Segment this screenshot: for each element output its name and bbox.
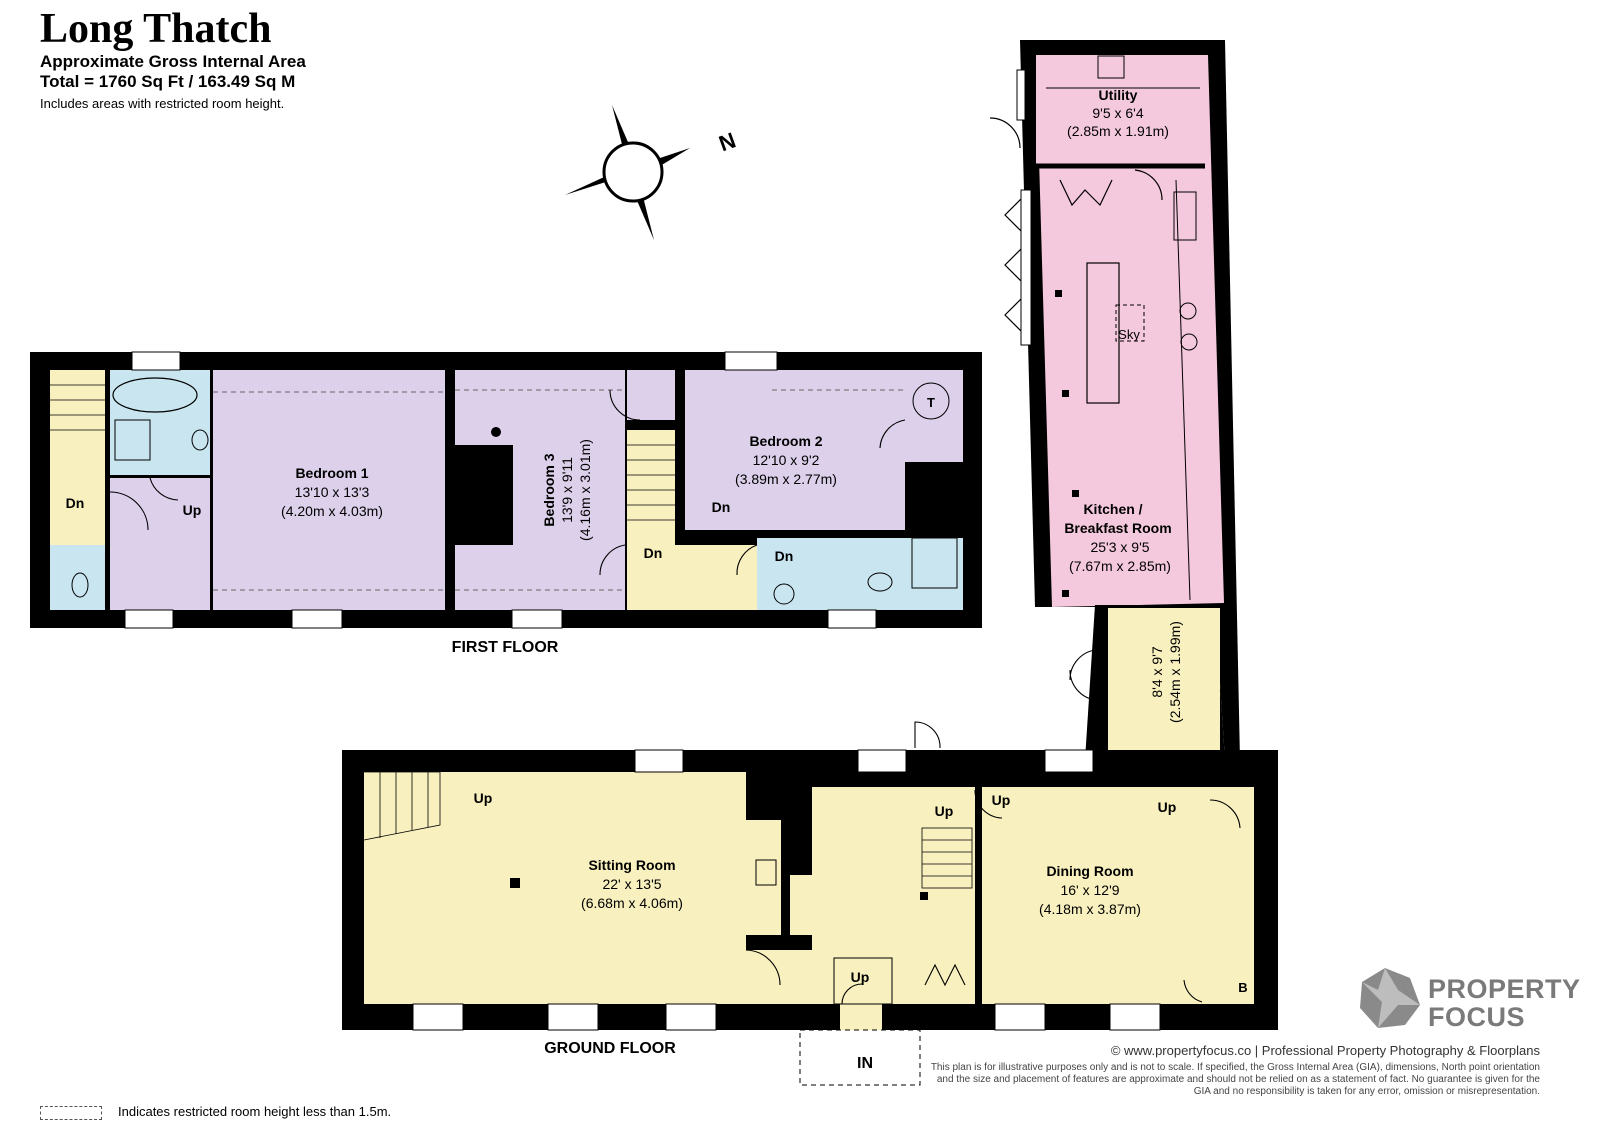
dining-room-metric: (4.18m x 3.87m) bbox=[1039, 901, 1141, 917]
utility-floor bbox=[1036, 55, 1208, 165]
entrance-hall-floor bbox=[812, 787, 975, 1004]
stairs-up-label-5: Up bbox=[1158, 799, 1177, 815]
stairs-dn-label-3: Dn bbox=[712, 499, 731, 515]
sitting-room-metric: (6.68m x 4.06m) bbox=[581, 895, 683, 911]
shower-tray bbox=[114, 419, 151, 461]
legend-text: Indicates restricted room height less th… bbox=[118, 1104, 392, 1119]
skylight bbox=[1115, 304, 1145, 342]
sitting-room-imperial: 22' x 13'5 bbox=[602, 876, 661, 892]
kitchen-name-line1: Kitchen / bbox=[1083, 501, 1142, 517]
bedroom1-imperial: 13'10 x 13'3 bbox=[295, 484, 370, 500]
kitchen-wing: Sky Utility 9'5 x 6'4 (2.85m x 1.91m) Ki… bbox=[989, 40, 1240, 760]
bedroom1-floor bbox=[213, 370, 445, 610]
area-note: Includes areas with restricted room heig… bbox=[40, 96, 285, 111]
stairs-dn-label-1: Dn bbox=[66, 495, 85, 511]
entrance-label: IN bbox=[857, 1055, 873, 1072]
stairs-up-label-4: Up bbox=[992, 792, 1011, 808]
first-floor: T Bedroom 1 13'10 x 13'3 (4.20m x 4.03m)… bbox=[30, 351, 982, 656]
ground-floor: 8'4 x 9'7 (2.54m x 1.99m) B bbox=[342, 605, 1278, 1086]
stairs-up-label-1: Up bbox=[183, 502, 202, 518]
area-subtitle: Approximate Gross Internal Area bbox=[40, 52, 306, 71]
dining-room-imperial: 16' x 12'9 bbox=[1060, 882, 1119, 898]
credit-line: © www.propertyfocus.co | Professional Pr… bbox=[1110, 1043, 1540, 1058]
bedroom3-metric: (4.16m x 3.01m) bbox=[577, 439, 593, 541]
legend: Indicates restricted room height less th… bbox=[40, 1104, 391, 1120]
stairs-up-label-6: Up bbox=[851, 969, 870, 985]
bedroom1-metric: (4.20m x 4.03m) bbox=[281, 503, 383, 519]
utility-imperial: 9'5 x 6'4 bbox=[1092, 105, 1143, 121]
stairs-up-label-3: Up bbox=[935, 803, 954, 819]
stairs-dn-label-4: Dn bbox=[775, 548, 794, 564]
compass: N bbox=[565, 105, 739, 240]
bedroom2-imperial: 12'10 x 9'2 bbox=[753, 452, 820, 468]
bedroom2-metric: (3.89m x 2.77m) bbox=[735, 471, 837, 487]
brand-line1: PROPERTY bbox=[1428, 974, 1581, 1004]
kitchen-metric: (7.67m x 2.85m) bbox=[1069, 558, 1171, 574]
porch-outline bbox=[799, 1029, 921, 1086]
bedroom2-name: Bedroom 2 bbox=[749, 433, 822, 449]
rear-hall-imperial: 8'4 x 9'7 bbox=[1149, 646, 1165, 697]
sitting-room-name: Sitting Room bbox=[588, 857, 675, 873]
sitting-room-floor bbox=[364, 772, 746, 1004]
legend-dashed-swatch bbox=[40, 1105, 102, 1120]
brand-logo-icon bbox=[1360, 968, 1420, 1028]
rear-hall-metric: (2.54m x 1.99m) bbox=[1167, 621, 1183, 723]
stairs-up-label-2: Up bbox=[474, 790, 493, 806]
bath-tub bbox=[112, 377, 198, 413]
boiler-label: B bbox=[1238, 980, 1247, 995]
kitchen-name-line2: Breakfast Room bbox=[1064, 520, 1171, 536]
first-floor-label: FIRST FLOOR bbox=[452, 639, 559, 656]
skylight-label: Sky bbox=[1118, 327, 1140, 342]
ground-floor-label: GROUND FLOOR bbox=[544, 1040, 676, 1057]
property-title: Long Thatch bbox=[40, 6, 272, 52]
disclaimer: This plan is for illustrative purposes o… bbox=[930, 1062, 1540, 1097]
compass-north-label: N bbox=[716, 127, 739, 156]
bedroom1-name: Bedroom 1 bbox=[295, 465, 368, 481]
utility-name: Utility bbox=[1099, 87, 1138, 103]
dining-room-floor bbox=[982, 787, 1202, 1004]
total-area: Total = 1760 Sq Ft / 163.49 Sq M bbox=[40, 72, 296, 91]
tank-label: T bbox=[927, 395, 935, 410]
dining-room-name: Dining Room bbox=[1046, 863, 1133, 879]
utility-metric: (2.85m x 1.91m) bbox=[1067, 123, 1169, 139]
compass-ring bbox=[602, 141, 664, 203]
rear-hall-floor bbox=[1108, 608, 1220, 755]
bedroom3-imperial: 13'9 x 9'11 bbox=[559, 457, 575, 523]
kitchen-imperial: 25'3 x 9'5 bbox=[1090, 539, 1149, 555]
kitchen-island bbox=[1086, 262, 1120, 404]
stairs-dn-label-2: Dn bbox=[644, 545, 663, 561]
brand-line2: FOCUS bbox=[1428, 1002, 1525, 1032]
bedroom3-name: Bedroom 3 bbox=[541, 453, 557, 526]
